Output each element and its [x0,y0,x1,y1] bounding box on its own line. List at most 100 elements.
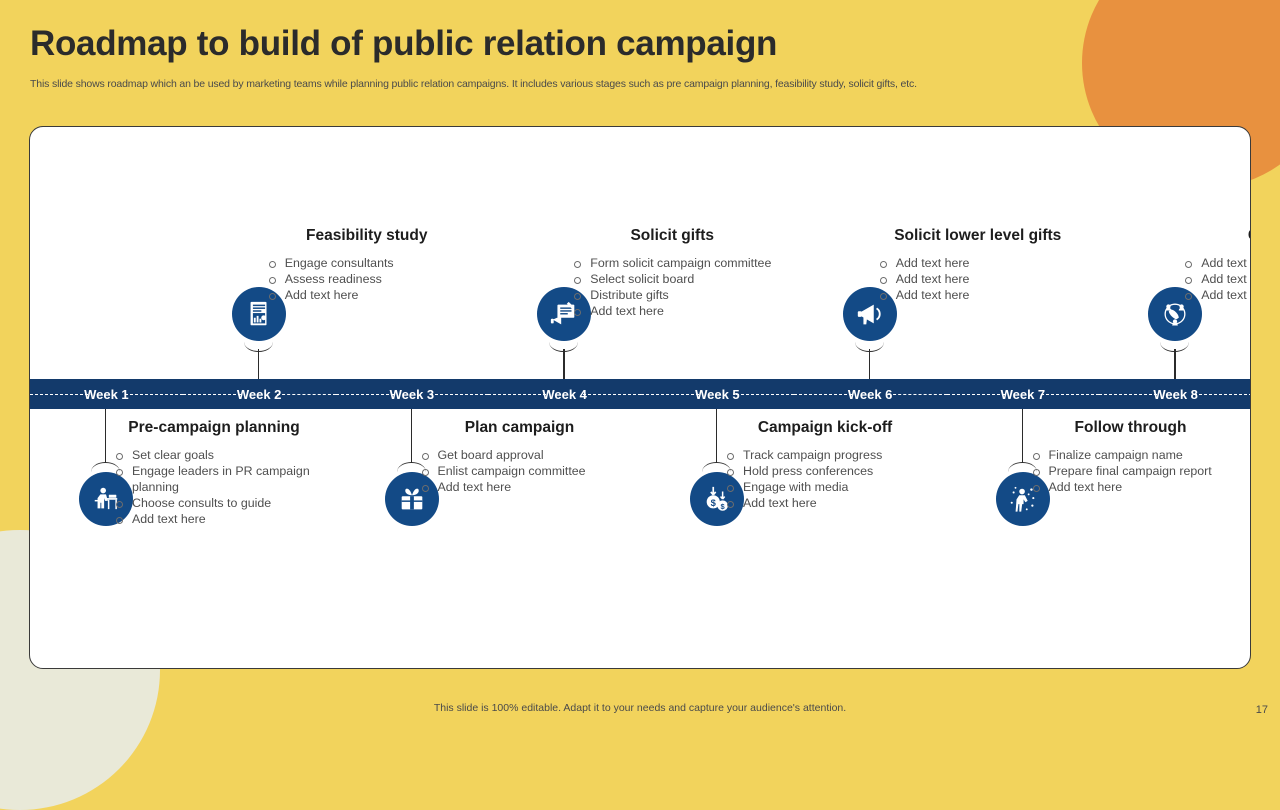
stage-node[interactable] [384,472,439,526]
timeline-week-3[interactable]: Week 3 [335,379,489,409]
stage-title: Feasibility study [306,227,428,244]
stage-bullet-item: Add text here [268,287,483,303]
stage-connector-arc [1007,462,1037,472]
stage-bullet-item: Get board approval [421,447,636,463]
week-label: Week 6 [847,386,893,402]
stage-bullet-item: Finalize campaign name [1032,447,1247,463]
stage-connector-line [1021,409,1023,463]
stage-bullet-item: Assess readiness [268,271,483,287]
timeline-dash-left [1099,394,1158,395]
timeline-week-1[interactable]: Week 1 [30,379,183,409]
stage-bullet-item: Hold press conferences [727,463,941,479]
phone-network-icon [1160,299,1190,329]
timeline-dash-right [430,394,489,395]
stage-connector-line [868,349,871,379]
timeline-week-7[interactable]: Week 7 [946,379,1100,409]
timeline-dash-right [124,394,183,395]
timeline-dash-left [488,394,547,395]
stage-node[interactable] [1148,287,1203,341]
stage-connector-line [257,349,260,379]
stage-connector-arc [702,462,731,472]
stage-bullet-item: Add text here [879,287,1094,303]
timeline-dash-left [641,394,700,395]
stage-bullet-item: Add text here [1032,479,1247,495]
timeline-dash-left [793,394,852,395]
timeline-dash-left [182,394,241,395]
stage-connector-arc [396,462,426,472]
stage-connector-line [716,409,718,463]
stage-connector-line [105,409,107,463]
stage-node[interactable] [995,472,1050,526]
timeline-week-4[interactable]: Week 4 [488,379,641,409]
stage-bullet-item: Engage with media [727,479,941,495]
stage-connector-line [563,349,565,379]
timeline-dash-right [1041,394,1100,395]
timeline-dash-right [735,394,794,395]
stage-bullet-item: Add text here [1185,255,1250,271]
celebration-person-icon [1008,484,1038,514]
stage-connector-arc [1160,342,1190,352]
timeline-week-2[interactable]: Week 2 [182,379,336,409]
timeline-dash-left [30,394,89,395]
stage-title: Solicit gifts [630,227,715,244]
stage-bullet-item: Engage leaders in PR campaign planning [116,463,330,495]
stage-bullet-item: Add text here [879,255,1094,271]
week-label: Week 7 [1000,386,1046,402]
stage-bullet-item: Add text here [727,495,941,511]
timeline-dash-right [582,394,641,395]
timeline-dash-left [946,394,1005,395]
stage-node[interactable] [842,287,897,341]
page-subtitle: This slide shows roadmap which an be use… [30,78,917,90]
stage-node[interactable] [231,287,286,341]
stage-bullet-item: Select solicit board [574,271,788,287]
page-number: 17 [1255,704,1268,716]
report-document-icon [244,299,274,329]
stage-bullet-item: Distribute gifts [574,287,788,303]
timeline-week-8[interactable]: Week 8 [1099,379,1250,409]
stage-connector-arc [91,462,120,472]
stage-bullet-item: Add text here [116,511,330,527]
stage-node[interactable]: $$ [690,472,744,526]
announcement-document-icon [549,299,579,329]
stage-bullet-item: Set clear goals [116,447,330,463]
stage-connector-arc [243,342,273,352]
stage-bullet-item: Add text here [1185,287,1250,303]
stage-node[interactable] [537,287,592,341]
footer-note: This slide is 100% editable. Adapt it to… [433,702,847,714]
stage-title: Celebrate [1167,227,1250,246]
stage-title: Campaign kick-off [757,419,893,436]
week-label: Week 5 [695,386,740,402]
stage-bullet-item: Engage consultants [268,255,483,271]
timeline-week-5[interactable]: Week 5 [641,379,794,409]
timeline-week-6[interactable]: Week 6 [793,379,947,409]
stage-title: Solicit lower level gifts [894,227,1062,244]
stage-connector-line [1174,349,1176,379]
stage-connector-arc [854,342,884,352]
stage-bullet-item: Prepare final campaign report [1032,463,1247,479]
stage-title: Plan campaign [464,419,575,436]
week-label: Week 2 [236,386,282,402]
timeline-dash-right [277,394,336,395]
page-title: Roadmap to build of public relation camp… [30,24,778,63]
